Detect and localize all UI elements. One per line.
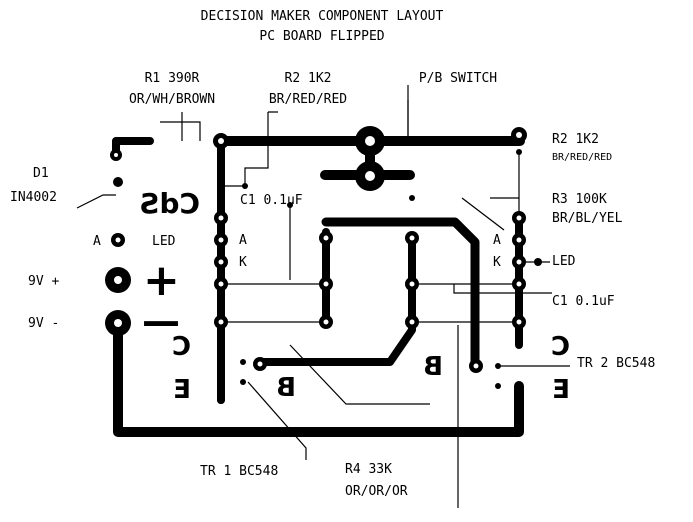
col-412-trace <box>256 234 416 366</box>
tr1-label: TR 1 BC548 <box>200 464 278 479</box>
pad-ri-3c <box>516 259 522 265</box>
pad-c-326-1c <box>323 235 329 241</box>
pad-c-412-1c <box>409 235 415 241</box>
title-line1: DECISION MAKER COMPONENT LAYOUT <box>201 9 444 24</box>
e-left-marking: E <box>173 375 191 405</box>
thin-wires <box>76 85 570 508</box>
r4-code-label: OR/OR/OR <box>345 484 408 499</box>
pad-ri-2c <box>516 237 522 243</box>
r3-label: R3 100K <box>552 192 607 207</box>
pads <box>105 126 542 404</box>
pad-li-5c <box>218 319 224 325</box>
plus-marking: + <box>143 255 180 306</box>
a-left-inner-marking: A <box>239 233 247 248</box>
pad-r1-c <box>114 153 118 157</box>
k-right-marking: K <box>493 255 501 270</box>
pad-top-left-c <box>218 138 224 144</box>
pad-li-4c <box>218 281 224 287</box>
title-line2: PC BOARD FLIPPED <box>259 29 384 44</box>
pad-li-2c <box>218 237 224 243</box>
r4-label: R4 33K <box>345 462 392 477</box>
pad-ri-4c <box>516 281 522 287</box>
d1-pointer <box>76 194 116 209</box>
pad-c-412-3c <box>409 319 415 325</box>
pad-ri-1c <box>516 215 522 221</box>
led-left-label: LED <box>152 234 176 249</box>
positive-pad-center <box>114 276 122 284</box>
d1-code-label: IN4002 <box>10 190 57 205</box>
r2-right-label: R2 1K2 <box>552 132 599 147</box>
c-right-marking: C <box>551 332 570 362</box>
pad-small-3 <box>242 183 248 189</box>
a-right-marking: A <box>493 233 501 248</box>
c-left-marking: C <box>172 332 191 362</box>
pad-c-412-2c <box>409 281 415 287</box>
c1-right-label: C1 0.1uF <box>552 294 615 309</box>
r2-code-label: BR/RED/RED <box>269 92 347 107</box>
pad-small-2 <box>409 195 415 201</box>
supply-negative-label: 9V - <box>28 316 59 331</box>
pad-top-right-c <box>516 132 522 138</box>
tr1-pointer <box>247 381 307 460</box>
pb-switch-label: P/B SWITCH <box>419 71 497 86</box>
pad-c-326-2c <box>323 281 329 287</box>
negative-pad-center <box>114 319 122 327</box>
pad-small-10 <box>515 382 523 390</box>
r1-code-label: OR/WH/BROWN <box>129 92 215 107</box>
pad-li-1c <box>218 215 224 221</box>
r2-right-pointer <box>490 152 520 199</box>
minus-marking: — <box>142 299 180 343</box>
pad-ri-5c <box>516 319 522 325</box>
pad-led-right <box>534 258 542 266</box>
led-right-label: LED <box>552 254 576 269</box>
tr2-base-trace <box>321 217 480 370</box>
a-left-outer-marking: A <box>93 234 101 249</box>
pad-small-5 <box>240 379 246 385</box>
switch-pad-bottom-center <box>365 171 375 181</box>
pad-cds-top <box>113 177 123 187</box>
e-right-marking: E <box>552 375 570 405</box>
r1-pointer <box>160 112 201 141</box>
pad-li-3c <box>218 259 224 265</box>
cds-marking: CdS <box>139 187 200 220</box>
r3-code-label: BR/BL/YEL <box>552 211 623 226</box>
switch-pad-center <box>365 136 375 146</box>
d1-label: D1 <box>33 166 49 181</box>
pad-left-a-c <box>115 237 121 243</box>
a-pointer-right <box>461 197 505 231</box>
tr2-label: TR 2 BC548 <box>577 356 655 371</box>
supply-positive-label: 9V + <box>28 274 59 289</box>
pad-tr2-base-c <box>473 363 479 369</box>
pad-tr1-base-c <box>257 361 263 367</box>
pad-c-326-3c <box>323 319 329 325</box>
b-center-marking: B <box>423 352 443 382</box>
pad-small-1 <box>287 202 293 208</box>
c1-top-label: C1 0.1uF <box>240 193 303 208</box>
pad-small-6 <box>495 363 501 369</box>
r1-label: R1 390R <box>145 71 200 86</box>
pad-small-4 <box>240 359 246 365</box>
r2-pointer <box>221 111 278 187</box>
pad-small-9 <box>217 396 225 404</box>
r2-right-code-label: BR/RED/RED <box>552 152 612 163</box>
ground-rail-trace <box>113 318 524 437</box>
c1-right-pointer <box>453 284 552 294</box>
r2-label: R2 1K2 <box>285 71 332 86</box>
r4-diag <box>289 344 430 405</box>
k-left-inner-marking: K <box>239 255 247 270</box>
b-left-marking: B <box>276 373 296 403</box>
pad-small-8 <box>516 149 522 155</box>
pad-small-7 <box>495 383 501 389</box>
